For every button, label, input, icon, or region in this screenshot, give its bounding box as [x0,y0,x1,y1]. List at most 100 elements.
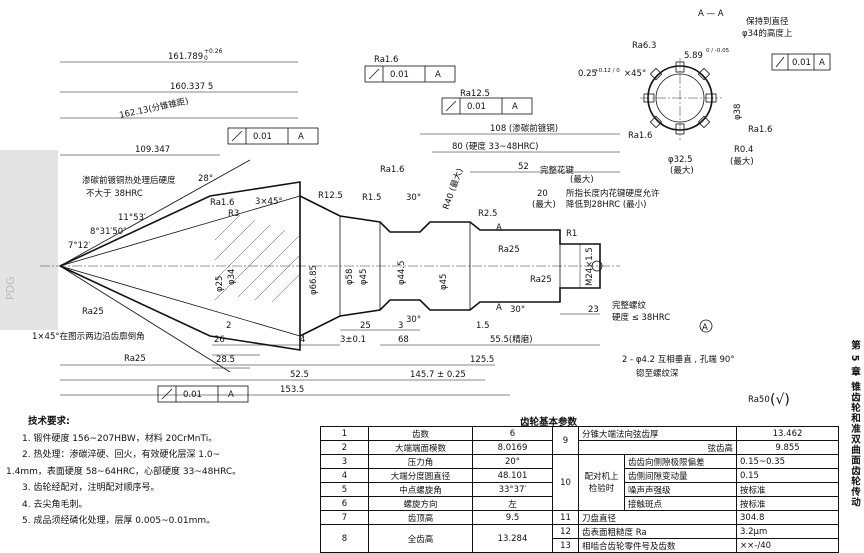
note-copper-2: 不大于 38HRC [86,188,143,199]
fcf-2-tol: 0.01 [467,102,486,112]
dim-161: 161.789 [168,52,203,62]
rough-25-d: Ra25 [124,354,146,364]
dim-80: 80 (硬度 33~48HRC) [452,141,538,152]
param-value: 左 [472,496,553,511]
radius-r3: R3 [228,209,239,219]
section-mark-a-top: A [496,223,502,233]
chamfer-3x45-a: 3×45° [255,197,283,207]
top-dimension-texts: 161.789 +0.26 0 160.337 5 162.13(分锥锥距) 1… [118,48,558,210]
param-no: 5 [320,482,369,497]
requirement-item: 2. 热处理：渗碳淬硬、回火，有效硬化层深 1.0~ [22,450,221,460]
fcf-4-tol: 0.01 [183,390,202,400]
table-row: 3 压力角 20° 10 配对机上检验时 齿齿向侧隙极限偏差 0.15~0.35 [320,454,840,511]
param-name: 齿数 [368,426,473,441]
rough-6-3: Ra6.3 [632,41,656,51]
param-value: 33°37′ [472,482,553,497]
dim-28-5: 28.5 [216,355,235,365]
section-r04: R0.4 [734,145,753,155]
param-no: 8 [320,524,369,553]
thread-m24: M24×1.5 [585,247,595,286]
bottom-dimension-texts: 153.5 145.7 ± 0.25 125.5 52.5 55.5(精磨) 2… [214,174,599,395]
fcf-4-datum: A [228,390,234,400]
table-row: 7 齿顶高 9.5 11 刀盘直径 304.8 [320,510,840,525]
fcf-3: 0.01 A [227,127,319,145]
section-width-tol: 0 / -0.05 [706,48,730,54]
section-r04-max: (最大) [730,156,754,167]
dim-68: 68 [398,335,409,345]
param-name: 相啮合齿轮零件号及齿数 [577,538,738,553]
rough-1-6-f: Ra1.6 [628,131,652,141]
param-value: 48.101 [472,468,553,483]
fcf-3-tol: 0.01 [253,132,272,142]
rough-50-default: Ra50 [748,395,770,405]
angle-30-c: 30° [510,305,525,315]
param-name: 刀盘直径 [577,510,738,525]
table-row: 8 全齿高 13.284 12 齿表面粗糙度 Ra 3.2μm [320,524,840,553]
datum-a: A [702,323,708,333]
dia-34: φ34 [227,269,237,285]
chapter-side-title: 第 5 章 锥齿轮和准双曲面齿轮传动 [849,340,860,508]
dim-20: 20 [537,189,548,199]
dim-26: 26 [214,335,225,345]
section-chamfer: 0.25 [578,69,597,79]
dim-20-max: (最大) [532,199,556,210]
param-name: 中点螺旋角 [368,482,473,497]
requirement-item: 1. 锻件硬度 156~207HBW，材料 20CrMnTi。 [22,433,218,444]
param-no: 4 [320,468,369,483]
section-a-a-view [640,58,722,140]
dimension-lines [60,61,620,396]
note-keep-dia-2: φ34的高度上 [742,28,793,39]
param-name: 压力角 [368,454,473,469]
param-name: 齿顶高 [368,510,473,525]
param-no: 12 [552,524,579,539]
param-name: 分锥大端法向弦齿厚 [577,426,738,441]
param-no: 3 [320,454,369,469]
section-width: 5.89 [684,51,703,61]
dim-161-tol-upper: +0.26 [204,48,223,55]
dia-32-5-max: (最大) [670,165,694,176]
param-name: 全齿高 [368,524,473,553]
note-hole: 2 - φ4.2 互相垂直 , 孔端 90° [622,354,735,365]
dim-161-tol-lower: 0 [204,55,208,62]
annotation-texts: 28° 3×45° 30° 30° 30° 11°53′ 8°31′50″ 7°… [32,41,790,408]
dim-52-5: 52.5 [290,370,309,380]
dim-1-5: 1.5 [476,321,490,331]
param-value: 0.15 [736,468,840,483]
param-no: 7 [320,510,369,525]
param-value: 9.855 [736,440,840,455]
param-value: 304.8 [736,510,840,525]
requirement-item: 3. 齿轮经配对，注明配对顺序号。 [22,483,160,493]
gear-params-table: 1 齿数 6 9 分锥大端法向弦齿厚 13.462 2 大端端面模数 8.016… [320,426,840,553]
param-value: 6 [472,426,553,441]
radius-r40: R40 (最大) [440,167,465,211]
dia-32-5: φ32.5 [668,155,693,165]
dim-25: 25 [360,321,371,331]
table-row: 2 大端端面模数 8.0169 弦齿高 9.855 [320,440,840,455]
dia-25: φ25 [215,276,225,292]
param-value: 9.5 [472,510,553,525]
rough-12-5: R12.5 [318,191,343,201]
param-no: 6 [320,496,369,511]
dim-3: 3 [398,321,403,331]
param-name: 弦齿高 [577,440,738,455]
dim-55-5: 55.5(精磨) [490,334,533,345]
angle-30-a: 30° [406,193,421,203]
table-row: 4 大端分度圆直径 48.101 齿侧间隙变动量 0.15 [320,468,840,483]
param-name: 齿齿向侧隙极限偏差 [623,454,738,469]
param-name: 大端端面模数 [368,440,473,455]
params-title: 齿轮基本参数 [520,417,578,428]
watermark-text: PDG [4,276,17,300]
note-spline: 完整花键 [540,165,575,176]
tolerance-frames: 0.01 A 0.01 A 0.01 A 0.01 A 0.01 A [157,53,831,403]
rough-25-b: Ra25 [530,275,552,285]
param-no: 9 [552,426,579,455]
bevel-gear-head [59,159,301,373]
dim-3-01: 3±0.1 [340,335,366,345]
dim-23: 23 [588,305,599,315]
note-spline-3: 降低到28HRC (最小) [566,199,646,210]
dim-108: 108 (渗碳前镀铜) [490,123,558,134]
dim-162: 162.13(分锥锥距) [118,96,189,121]
param-name: 大端分度圆直径 [368,468,473,483]
param-value: 20° [472,454,553,469]
